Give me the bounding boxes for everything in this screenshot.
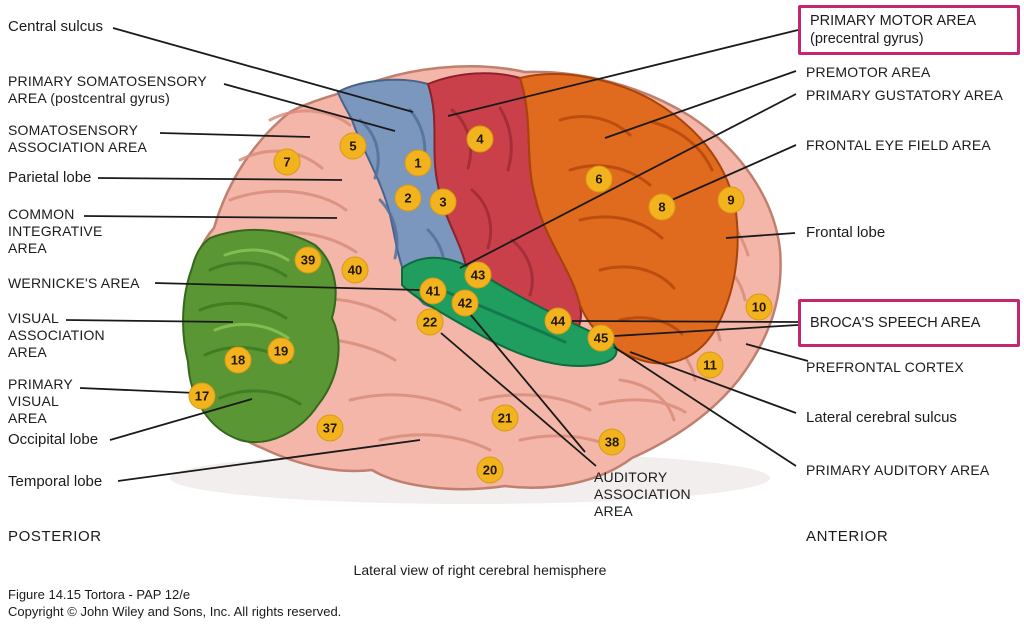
label-wernickes-area: WERNICKE'S AREA: [8, 275, 140, 291]
figure-credit: Figure 14.15 Tortora - PAP 12/e: [8, 587, 191, 602]
area-number-badges: 1 2 3 4 5 6 7 8 9 10 11 17 18 19 20 21 2…: [188, 125, 773, 484]
label-primary-gustatory: PRIMARY GUSTATORY AREA: [806, 87, 1004, 103]
area-badge: 9: [717, 186, 745, 214]
area-badge: 3: [429, 188, 457, 216]
area-badge: 2: [394, 184, 422, 212]
frontal-gyri: [558, 115, 714, 336]
area-badge: 45: [587, 324, 615, 352]
area-badge: 43: [464, 261, 492, 289]
label-primary-somatosensory: PRIMARY SOMATOSENSORY AREA (postcentral …: [8, 73, 207, 106]
label-somatosensory-association: SOMATOSENSORY ASSOCIATION AREA: [8, 122, 148, 155]
svg-text:7: 7: [283, 155, 290, 170]
label-primary-visual: PRIMARY VISUAL AREA: [8, 376, 73, 426]
svg-text:43: 43: [471, 268, 485, 283]
occipital-highlights: [213, 248, 290, 340]
svg-text:22: 22: [423, 315, 437, 330]
label-lateral-cerebral-sulcus: Lateral cerebral sulcus: [806, 409, 957, 426]
highlight-box-primary-motor: PRIMARY MOTOR AREA (precentral gyrus): [798, 5, 1020, 55]
area-badge: 8: [648, 193, 676, 221]
svg-text:5: 5: [349, 139, 356, 154]
label-anterior: ANTERIOR: [806, 528, 889, 545]
label-temporal-lobe: Temporal lobe: [8, 473, 103, 490]
label-common-integrative: COMMON INTEGRATIVE AREA: [8, 206, 103, 256]
area-badge: 11: [696, 351, 724, 379]
occipital-gyri: [198, 261, 302, 406]
area-badge: 41: [419, 277, 447, 305]
leader-lines: [65, 27, 809, 482]
svg-text:17: 17: [195, 389, 209, 404]
svg-text:40: 40: [348, 263, 362, 278]
svg-text:19: 19: [274, 344, 288, 359]
svg-text:42: 42: [458, 296, 472, 311]
svg-text:10: 10: [752, 300, 766, 315]
svg-text:41: 41: [426, 284, 440, 299]
area-badge: 39: [294, 246, 322, 274]
svg-text:6: 6: [595, 172, 602, 187]
area-badge: 38: [598, 428, 626, 456]
svg-text:1: 1: [414, 156, 421, 171]
area-badge: 5: [339, 132, 367, 160]
label-frontal-eye-field: FRONTAL EYE FIELD AREA: [806, 137, 991, 153]
area-badge: 40: [341, 256, 369, 284]
svg-text:9: 9: [727, 193, 734, 208]
label-prefrontal-cortex: PREFRONTAL CORTEX: [806, 359, 964, 375]
svg-text:37: 37: [323, 421, 337, 436]
svg-text:44: 44: [551, 314, 566, 329]
svg-text:18: 18: [231, 353, 245, 368]
label-premotor-area: PREMOTOR AREA: [806, 64, 931, 80]
svg-text:21: 21: [498, 411, 512, 426]
area-badge: 22: [416, 308, 444, 336]
svg-text:8: 8: [658, 200, 665, 215]
figure-caption: Lateral view of right cerebral hemispher…: [353, 562, 607, 578]
svg-text:2: 2: [404, 191, 411, 206]
svg-text:39: 39: [301, 253, 315, 268]
svg-text:4: 4: [476, 132, 484, 147]
svg-text:45: 45: [594, 331, 608, 346]
svg-text:38: 38: [605, 435, 619, 450]
area-badge: 10: [745, 293, 773, 321]
area-badge: 19: [267, 337, 295, 365]
area-badge: 7: [273, 148, 301, 176]
svg-text:3: 3: [439, 195, 446, 210]
area-badge: 1: [404, 149, 432, 177]
area-badge: 44: [544, 307, 572, 335]
svg-text:11: 11: [703, 358, 717, 373]
label-parietal-lobe: Parietal lobe: [8, 169, 92, 186]
occipital-region: [182, 229, 340, 444]
area-badge: 18: [224, 346, 252, 374]
label-frontal-lobe: Frontal lobe: [806, 224, 886, 241]
label-central-sulcus: Central sulcus: [8, 18, 104, 35]
area-badge: 20: [476, 456, 504, 484]
label-occipital-lobe: Occipital lobe: [8, 431, 99, 448]
area-badge: 4: [466, 125, 494, 153]
label-posterior: POSTERIOR: [8, 528, 102, 545]
area-badge: 37: [316, 414, 344, 442]
highlight-box-brocas: BROCA'S SPEECH AREA: [798, 299, 1020, 347]
label-auditory-association: AUDITORY ASSOCIATION AREA: [594, 469, 691, 519]
svg-text:20: 20: [483, 463, 497, 478]
area-badge: 17: [188, 382, 216, 410]
area-badge: 42: [451, 289, 479, 317]
label-primary-auditory: PRIMARY AUDITORY AREA: [806, 462, 990, 478]
area-badge: 6: [585, 165, 613, 193]
copyright-notice: Copyright © John Wiley and Sons, Inc. Al…: [8, 604, 342, 619]
area-badge: 21: [491, 404, 519, 432]
label-visual-association: VISUAL ASSOCIATION AREA: [8, 310, 105, 360]
